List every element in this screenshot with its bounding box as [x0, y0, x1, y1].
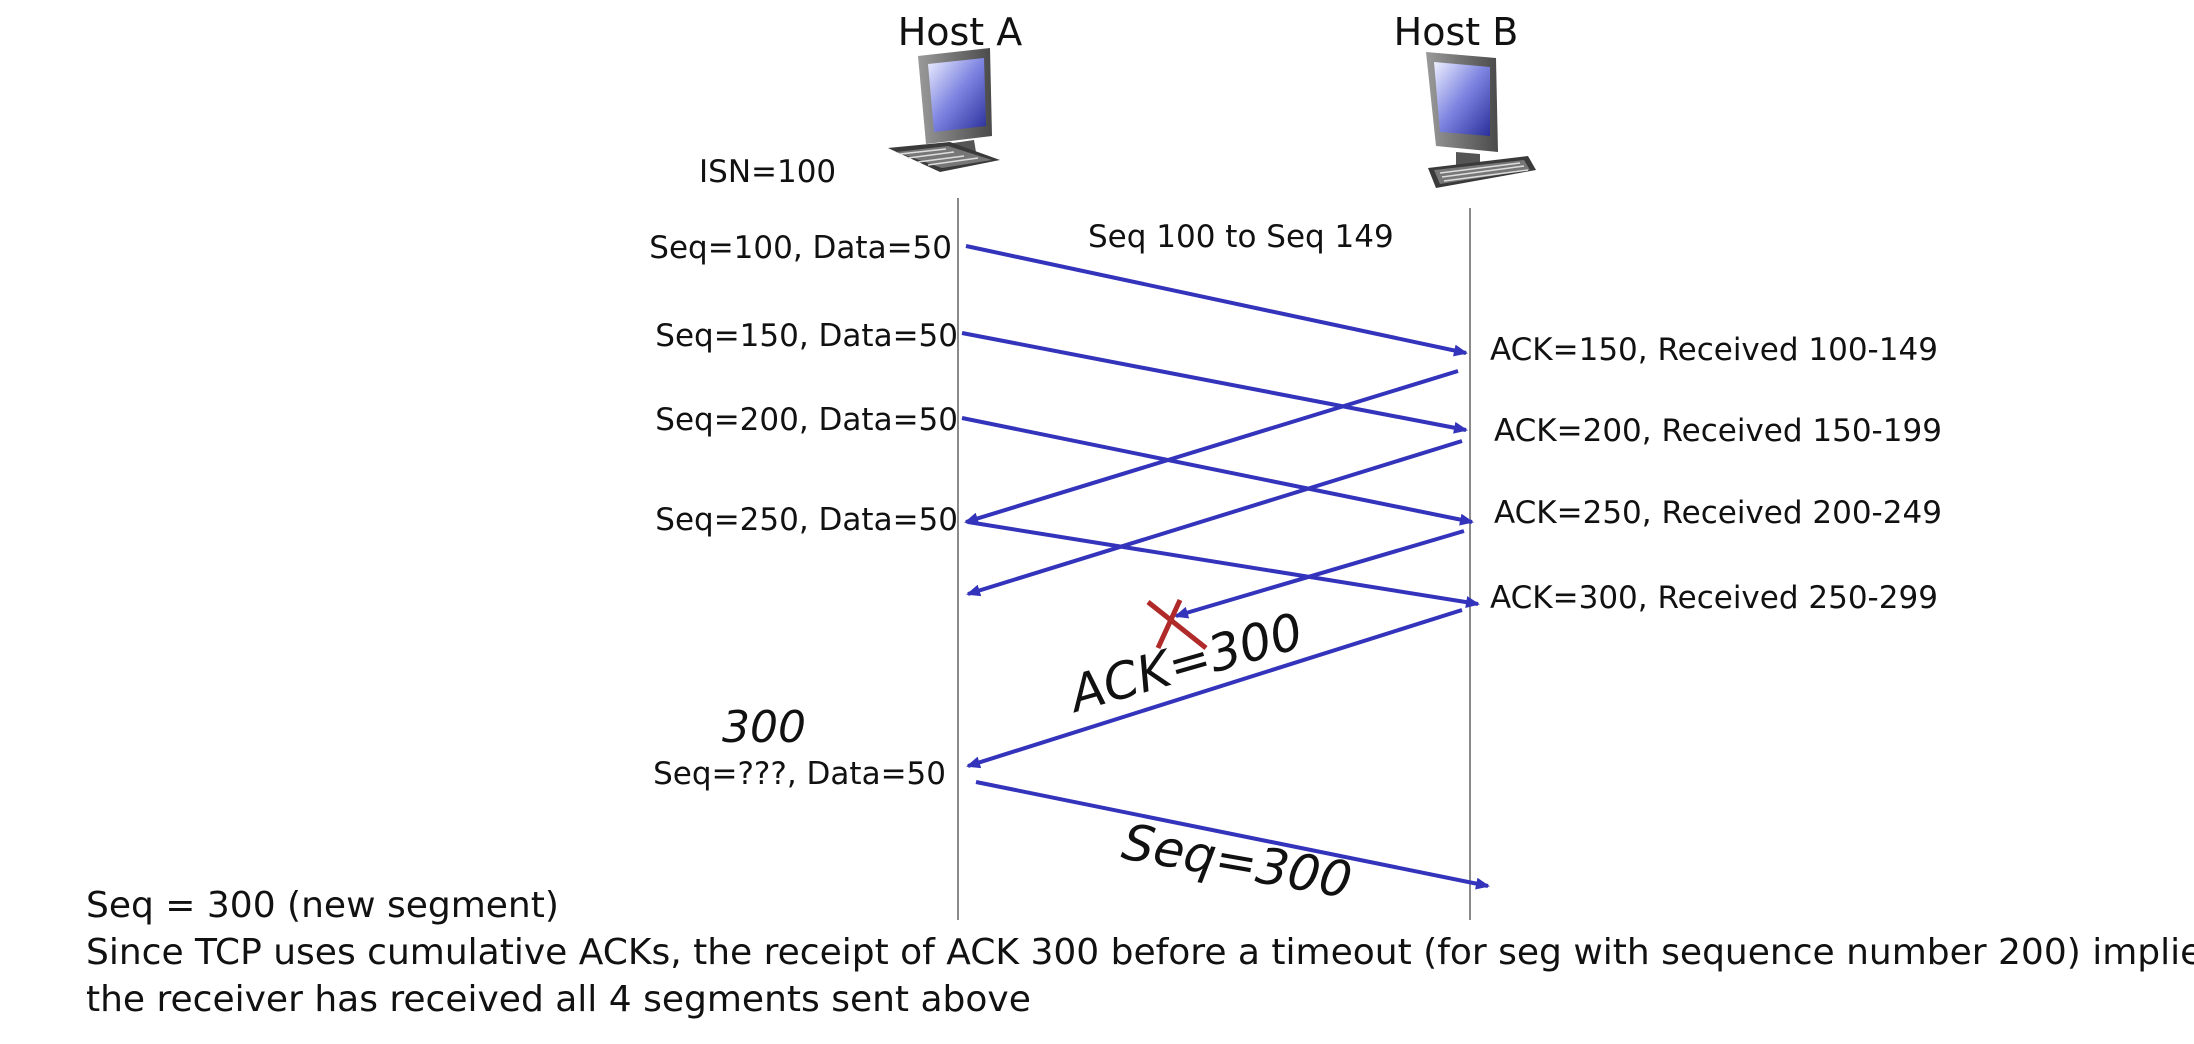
ack-label: ACK=150, Received 100-149	[1490, 332, 1938, 368]
segment-arrow	[967, 520, 1480, 609]
ack-label: ACK=300, Received 250-299	[1490, 580, 1938, 616]
segment-arrow	[965, 244, 1468, 357]
lost-x-icon	[1146, 598, 1208, 650]
range-note: Seq 100 to Seq 149	[1088, 219, 1394, 255]
explanation-line: the receiver has received all 4 segments…	[86, 979, 1031, 1020]
segment-label: Seq=100, Data=50	[649, 230, 952, 266]
ack-arrow-lost	[1174, 529, 1465, 619]
segment-arrow	[961, 416, 1474, 526]
segment-label: Seq=200, Data=50	[655, 402, 958, 438]
segment-label: Seq=250, Data=50	[655, 502, 958, 538]
segment-label: Seq=150, Data=50	[655, 318, 958, 354]
handwritten-seq-answer: 300	[722, 702, 806, 753]
segment-arrow	[961, 331, 1468, 434]
explanation-line: Seq = 300 (new segment)	[86, 885, 559, 926]
explanation-line: Since TCP uses cumulative ACKs, the rece…	[86, 932, 2194, 973]
explanation-text: Seq = 300 (new segment) Since TCP uses c…	[86, 882, 2194, 1023]
isn-label: ISN=100	[699, 154, 836, 190]
host-b-label: Host B	[1394, 10, 1519, 54]
host-a-label: Host A	[898, 10, 1023, 54]
computer-icon	[888, 48, 1000, 172]
ack-label: ACK=250, Received 200-249	[1494, 495, 1942, 531]
ack-arrow	[966, 608, 1463, 769]
computer-icon	[1426, 52, 1536, 188]
ack-arrow	[966, 439, 1463, 597]
ack-label: ACK=200, Received 150-199	[1494, 413, 1942, 449]
segment-label: Seq=???, Data=50	[653, 756, 946, 792]
handwritten-ack-note: ACK=300	[1060, 602, 1309, 725]
segment-arrow	[975, 780, 1490, 890]
ack-arrow	[964, 369, 1459, 525]
